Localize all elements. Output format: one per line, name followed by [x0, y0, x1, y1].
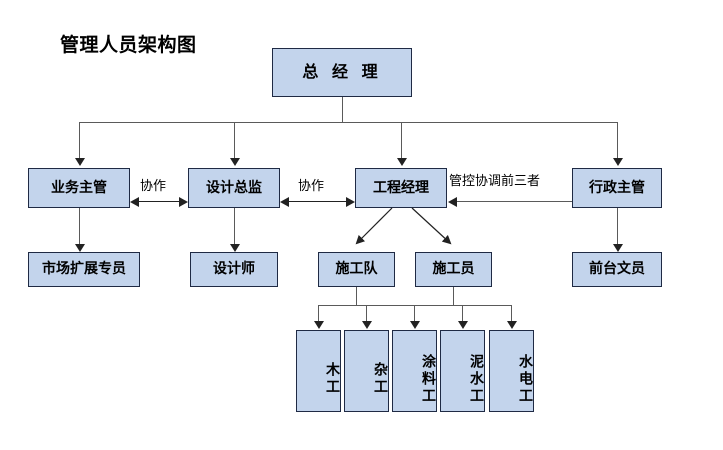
node-design-director[interactable]: 设计总监	[188, 168, 280, 208]
arrowhead-designer	[230, 244, 240, 252]
edge-label-control-coordinate: 管控协调前三者	[449, 174, 541, 189]
connector-collab-1	[139, 201, 179, 202]
arrowhead-control-coordinate	[448, 197, 457, 207]
arrowhead-market-specialist	[75, 244, 85, 252]
connector-drop-admin-supervisor	[617, 122, 618, 158]
node-admin-supervisor[interactable]: 行政主管	[572, 168, 662, 208]
connector-drop-electrician-plumber	[511, 305, 512, 322]
arrowhead-admin-supervisor	[613, 158, 623, 166]
node-painter[interactable]: 涂料工	[392, 330, 437, 412]
connector-root-distributor	[79, 122, 618, 123]
node-construction-worker[interactable]: 施工员	[415, 252, 492, 287]
arrowhead-painter	[410, 321, 420, 329]
connector-drop-mason	[462, 305, 463, 322]
connector-drop-business-supervisor	[79, 122, 80, 158]
connector-construction-worker-stem	[453, 287, 454, 305]
connector-control-coordinate	[457, 201, 572, 202]
node-business-supervisor[interactable]: 业务主管	[28, 168, 130, 208]
connector-drop-odd-job-worker	[366, 305, 367, 322]
node-construction-team[interactable]: 施工队	[318, 252, 395, 287]
node-odd-job-worker[interactable]: 杂工	[344, 330, 389, 412]
node-project-manager[interactable]: 工程经理	[355, 168, 447, 208]
arrowhead-collab-1-right	[179, 197, 188, 207]
connector-drop-project-manager	[401, 122, 402, 158]
arrowhead-design-director	[230, 158, 240, 166]
arrowhead-carpenter	[314, 321, 324, 329]
arrowhead-collab-1-left	[130, 197, 139, 207]
connector-drop-front-desk-clerk	[617, 208, 618, 244]
connector-drop-painter	[414, 305, 415, 322]
connector-drop-carpenter	[318, 305, 319, 322]
node-carpenter[interactable]: 木工	[296, 330, 341, 412]
connector-collab-2	[289, 201, 346, 202]
edge-label-collaboration-1: 协作	[140, 179, 167, 194]
node-mason[interactable]: 泥水工	[440, 330, 485, 412]
node-designer[interactable]: 设计师	[190, 252, 278, 287]
edge-label-collaboration-2: 协作	[298, 179, 325, 194]
arrowhead-collab-2-right	[346, 197, 355, 207]
node-front-desk-clerk[interactable]: 前台文员	[572, 252, 662, 287]
connector-pm-to-construction-team	[355, 207, 393, 245]
node-market-expansion-specialist[interactable]: 市场扩展专员	[28, 252, 140, 287]
connector-root-stem	[342, 97, 343, 122]
arrowhead-odd-job-worker	[362, 321, 372, 329]
arrowhead-mason	[458, 321, 468, 329]
arrowhead-electrician-plumber	[507, 321, 517, 329]
arrowhead-collab-2-left	[280, 197, 289, 207]
connector-drop-design-director	[234, 122, 235, 158]
node-general-manager[interactable]: 总 经 理	[272, 48, 412, 97]
connector-drop-designer	[234, 208, 235, 244]
connector-drop-market-specialist	[79, 208, 80, 244]
arrowhead-front-desk-clerk	[613, 244, 623, 252]
node-electrician-plumber[interactable]: 水电工	[489, 330, 534, 412]
page-title: 管理人员架构图	[60, 34, 197, 56]
arrowhead-business-supervisor	[75, 158, 85, 166]
connector-construction-team-stem	[356, 287, 357, 305]
connector-pm-to-construction-worker	[411, 207, 452, 245]
arrowhead-project-manager	[397, 158, 407, 166]
